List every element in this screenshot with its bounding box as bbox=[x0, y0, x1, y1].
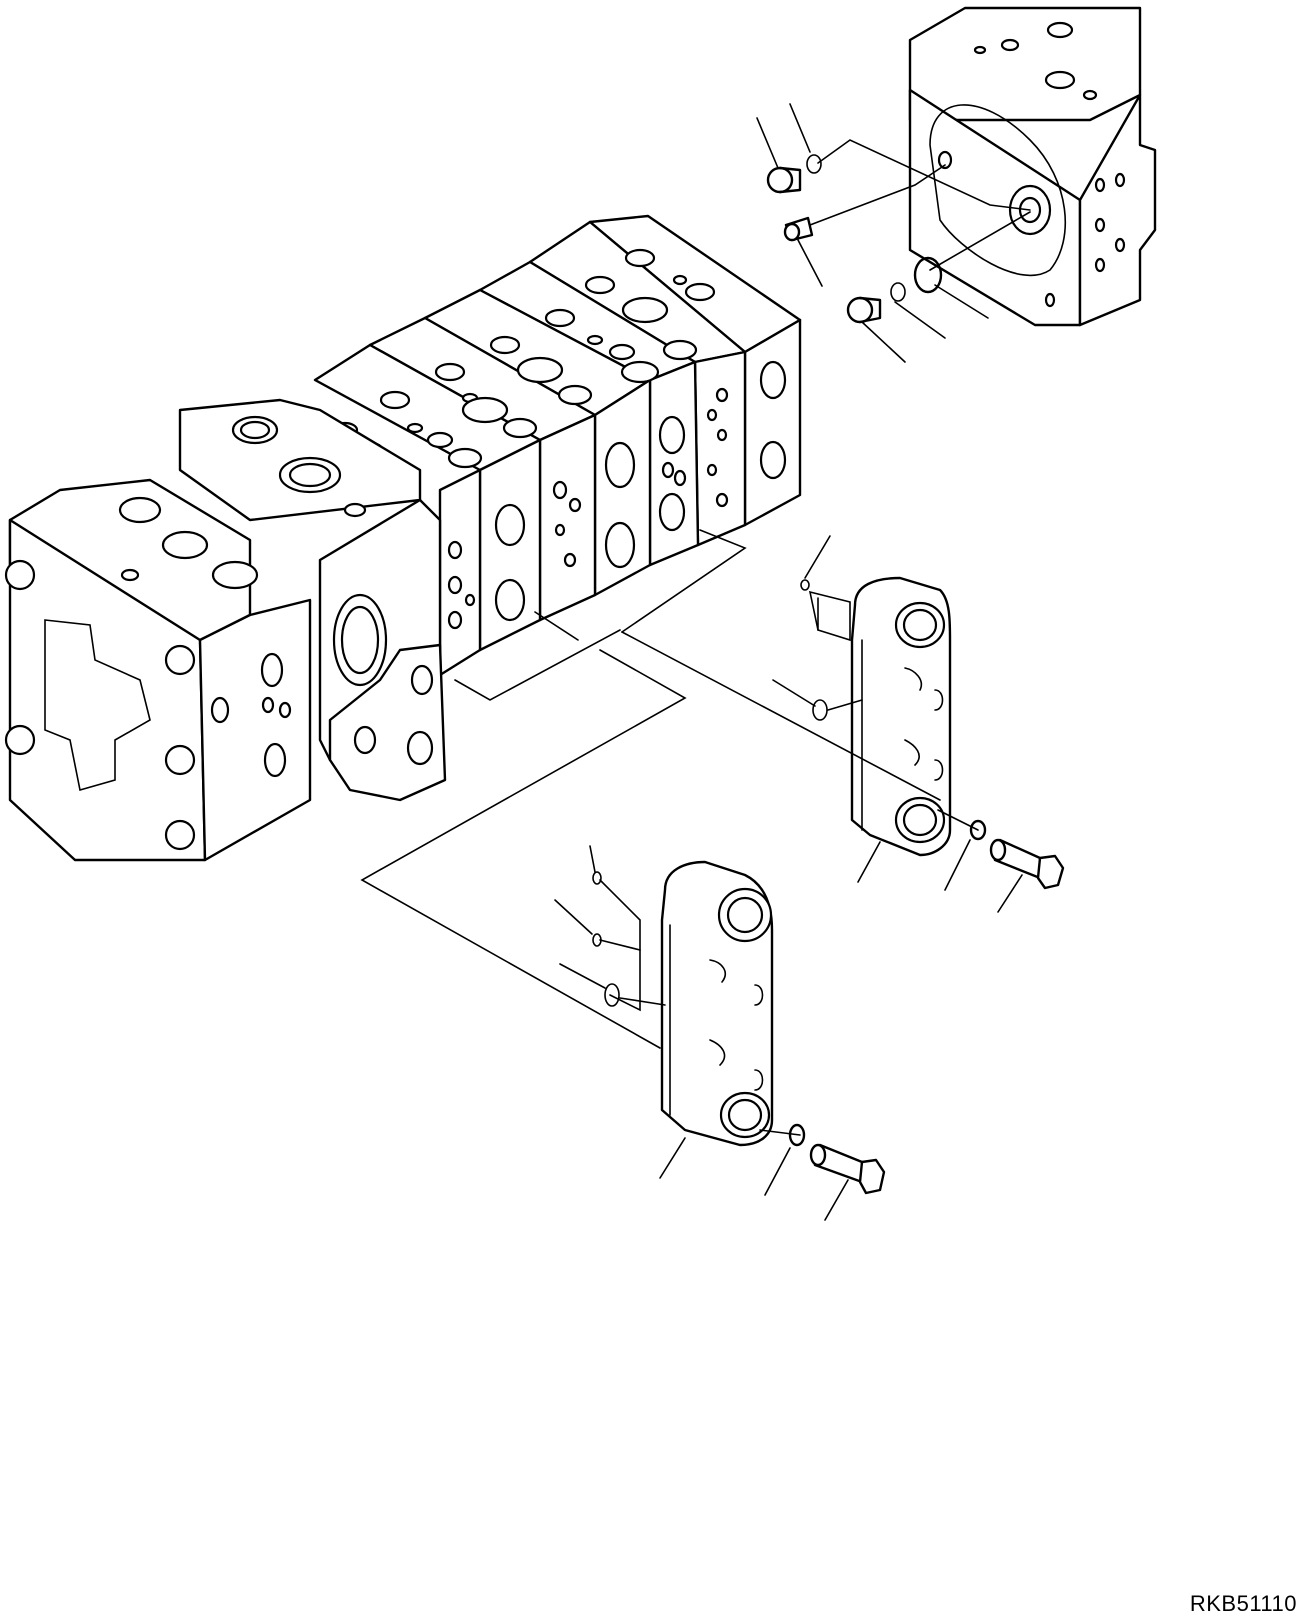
bracket-lower-hardware bbox=[592, 871, 886, 1195]
end-cover-top bbox=[908, 6, 1142, 122]
valve-section-front-face bbox=[693, 350, 747, 547]
figure-reference-code: RKB51110 bbox=[1189, 1591, 1297, 1616]
end-cover-side bbox=[1078, 93, 1157, 327]
o-ring-bracket-lower-small bbox=[592, 871, 602, 885]
flange-bracket-lower bbox=[660, 860, 774, 1147]
bolt-lower-head bbox=[858, 1158, 886, 1195]
o-ring-bracket-lower-large bbox=[604, 983, 620, 1007]
o-ring-lower-small bbox=[890, 282, 906, 302]
assembly-lines bbox=[360, 139, 1031, 1136]
callout-leaders bbox=[554, 103, 1023, 1221]
end-cover-face bbox=[908, 88, 1082, 327]
control-valve-assembly bbox=[4, 214, 802, 862]
valve-front-ports bbox=[447, 360, 787, 630]
end-cap-side bbox=[198, 598, 312, 862]
valve-section-front-face bbox=[743, 318, 802, 527]
valve-section-front-face bbox=[438, 468, 482, 677]
valve-section-front-face bbox=[538, 413, 597, 622]
bracket-upper-hardware bbox=[800, 579, 1065, 890]
o-ring-lower-large bbox=[913, 256, 943, 294]
o-ring-upper bbox=[806, 154, 822, 174]
end-cover-fittings bbox=[766, 154, 943, 324]
bolt-upper-head bbox=[1036, 854, 1065, 890]
valve-section-front-face bbox=[648, 360, 700, 567]
plug-upper bbox=[766, 166, 794, 194]
o-ring-bracket-upper-small bbox=[800, 579, 810, 591]
plug-lower bbox=[846, 296, 874, 324]
valve-top-ports bbox=[331, 248, 716, 469]
end-cover-assembly bbox=[908, 6, 1157, 327]
end-cap-front bbox=[8, 518, 207, 862]
o-ring-bracket-upper-large bbox=[812, 699, 828, 721]
flange-bracket-upper bbox=[850, 576, 952, 857]
end-cover-recess bbox=[929, 104, 1067, 277]
